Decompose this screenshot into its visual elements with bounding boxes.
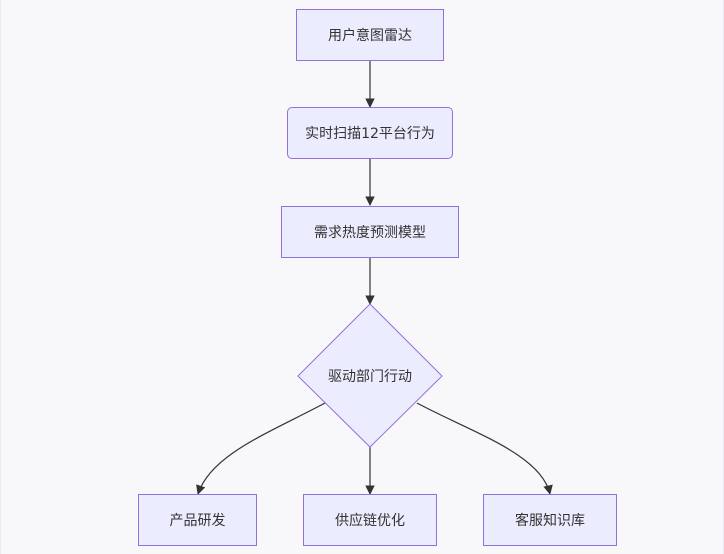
node-demand-heat-model-label: 需求热度预测模型 bbox=[314, 225, 426, 241]
edge-drive-to-support bbox=[416, 402, 553, 495]
node-realtime-scan: 实时扫描12平台行为 bbox=[287, 107, 453, 159]
node-product-rnd-label: 产品研发 bbox=[169, 513, 226, 529]
decision-diamond bbox=[297, 303, 443, 448]
node-supply-chain-optimization: 供应链优化 bbox=[303, 494, 437, 546]
node-support-knowledge-base: 客服知识库 bbox=[483, 494, 617, 546]
node-support-knowledge-base-label: 客服知识库 bbox=[515, 513, 585, 529]
node-drive-department-action-label: 驱动部门行动 bbox=[328, 369, 412, 385]
node-realtime-scan-label: 实时扫描12平台行为 bbox=[305, 126, 435, 142]
node-supply-chain-optimization-label: 供应链优化 bbox=[335, 513, 405, 529]
node-user-intent-radar-label: 用户意图雷达 bbox=[328, 28, 412, 44]
node-drive-department-action: 驱动部门行动 bbox=[310, 356, 430, 396]
edge-drive-to-rnd bbox=[196, 402, 326, 495]
node-product-rnd: 产品研发 bbox=[138, 494, 257, 546]
node-user-intent-radar: 用户意图雷达 bbox=[296, 9, 444, 61]
node-demand-heat-model: 需求热度预测模型 bbox=[281, 206, 459, 258]
